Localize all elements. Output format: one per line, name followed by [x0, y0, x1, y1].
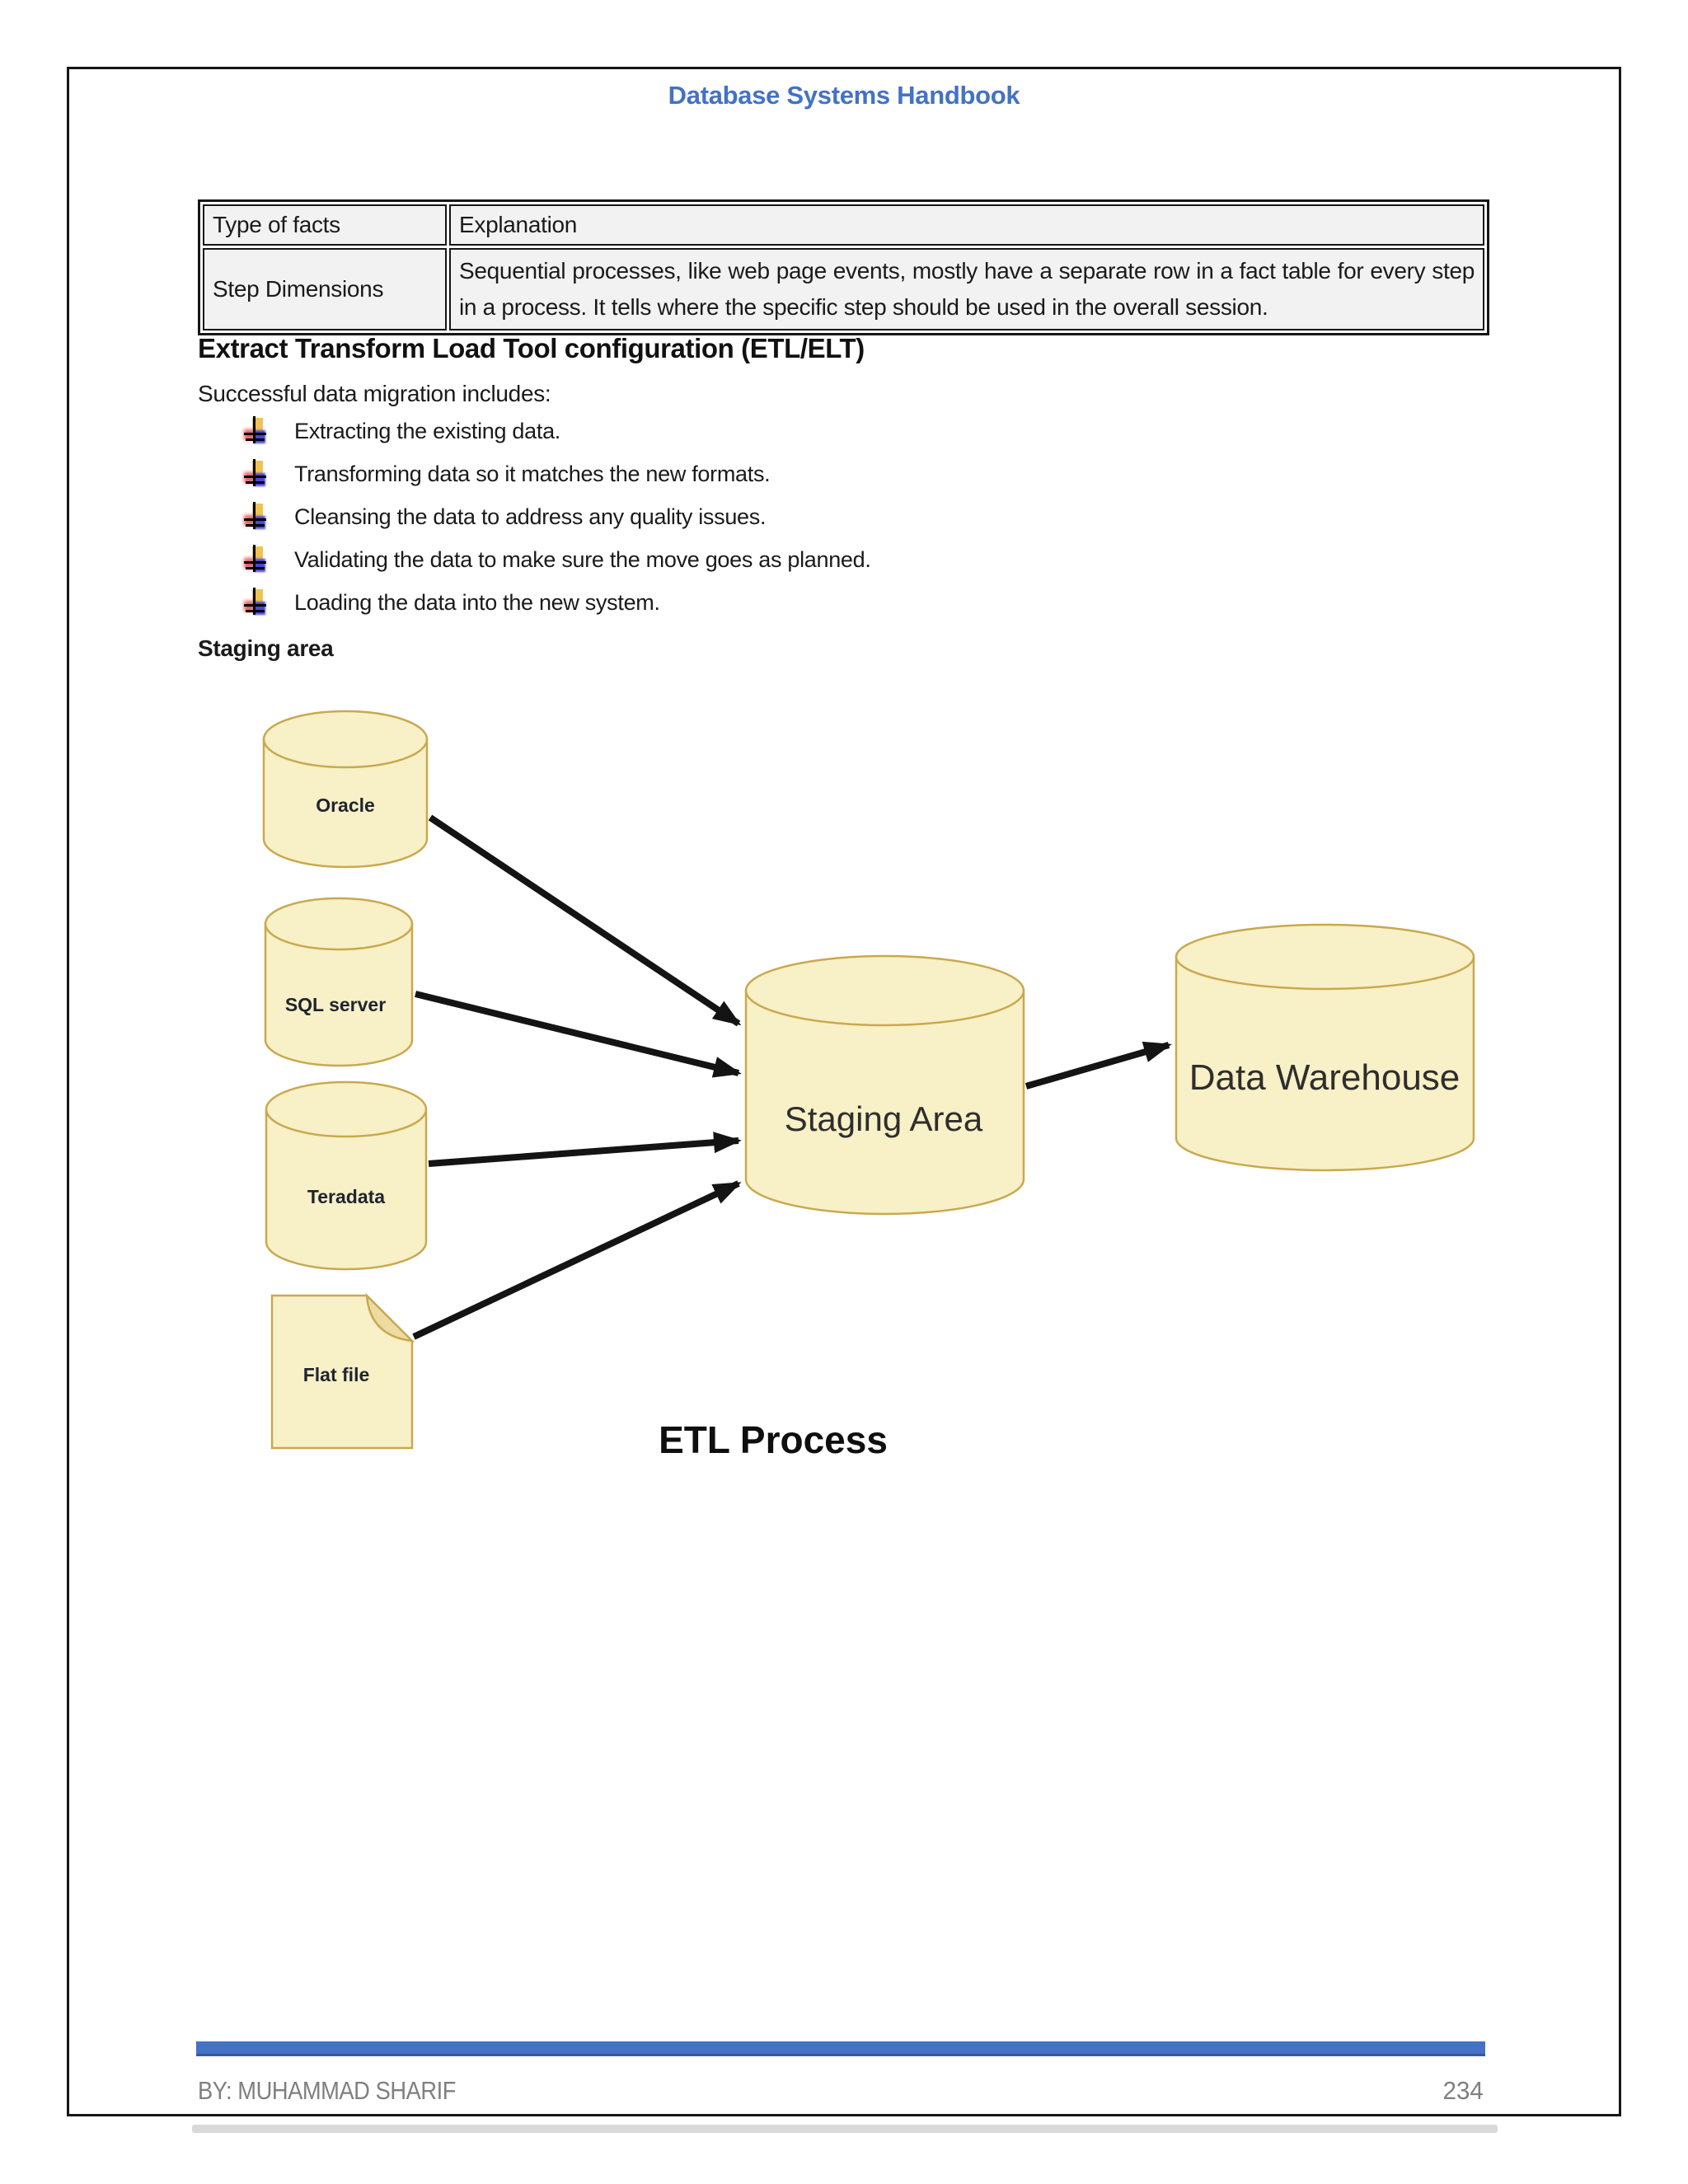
teradata-label: Teradata [307, 1186, 385, 1207]
footer-accent-bar [196, 2041, 1485, 2056]
staging-area-label: Staging Area [785, 1099, 983, 1138]
bullet-text: Validating the data to make sure the mov… [294, 546, 871, 572]
colored-down-arrow-bullet-icon [244, 588, 266, 617]
sql-server-cylinder: SQL server [264, 897, 414, 1067]
diagram-caption: ETL Process [659, 1418, 888, 1461]
bullet-text: Loading the data into the new system. [294, 589, 660, 615]
data-warehouse-label: Data Warehouse [1189, 1057, 1461, 1098]
data-warehouse-cylinder: Data Warehouse [1175, 923, 1475, 1172]
footer: BY: MUHAMMAD SHARIF 234 [198, 2076, 1484, 2106]
arrow-oracle-to-staging [428, 814, 742, 1027]
colored-down-arrow-bullet-icon [244, 502, 266, 532]
flat-file-shape: Flat file [270, 1292, 415, 1450]
staging-area-cylinder: Staging Area [744, 954, 1025, 1216]
teradata-cylinder: Teradata [265, 1080, 428, 1271]
oracle-cylinder: Oracle [262, 710, 429, 869]
page-number: 234 [1442, 2076, 1484, 2105]
next-page-edge [192, 2125, 1498, 2133]
sql-server-label: SQL server [285, 994, 386, 1015]
table-row: Step Dimensions Sequential processes, li… [203, 248, 1484, 330]
arrow-flatfile-to-staging [412, 1180, 742, 1340]
list-item: Extracting the existing data. [244, 410, 871, 452]
footer-author: BY: MUHAMMAD SHARIF [198, 2076, 456, 2105]
arrow-staging-to-warehouse [1025, 1041, 1172, 1090]
list-item: Validating the data to make sure the mov… [244, 538, 871, 581]
table-header-type: Type of facts [203, 204, 447, 246]
oracle-label: Oracle [316, 794, 375, 816]
bullet-text: Extracting the existing data. [294, 418, 560, 443]
section-heading: Extract Transform Load Tool configuratio… [198, 333, 865, 363]
bullet-list: Extracting the existing data. Transformi… [244, 410, 871, 624]
arrow-sqlserver-to-staging [415, 991, 742, 1078]
table-cell-explanation: Sequential processes, like web page even… [449, 248, 1484, 330]
document-title: Database Systems Handbook [668, 81, 1020, 110]
list-item: Transforming data so it matches the new … [244, 452, 871, 495]
table-cell-type: Step Dimensions [203, 248, 447, 330]
list-item: Cleansing the data to address any qualit… [244, 495, 871, 538]
staging-area-subheading: Staging area [198, 635, 334, 661]
bullet-text: Transforming data so it matches the new … [294, 461, 771, 486]
section-intro: Successful data migration includes: [198, 381, 551, 406]
table-header-row: Type of facts Explanation [203, 204, 1484, 246]
list-item: Loading the data into the new system. [244, 581, 871, 624]
table-header-explanation: Explanation [449, 204, 1484, 246]
colored-down-arrow-bullet-icon [244, 459, 266, 489]
flat-file-label: Flat file [303, 1364, 370, 1385]
arrow-teradata-to-staging [428, 1132, 742, 1167]
colored-down-arrow-bullet-icon [244, 545, 266, 574]
bullet-text: Cleansing the data to address any qualit… [294, 504, 767, 529]
facts-table: Type of facts Explanation Step Dimension… [198, 199, 1489, 335]
colored-down-arrow-bullet-icon [244, 416, 266, 446]
